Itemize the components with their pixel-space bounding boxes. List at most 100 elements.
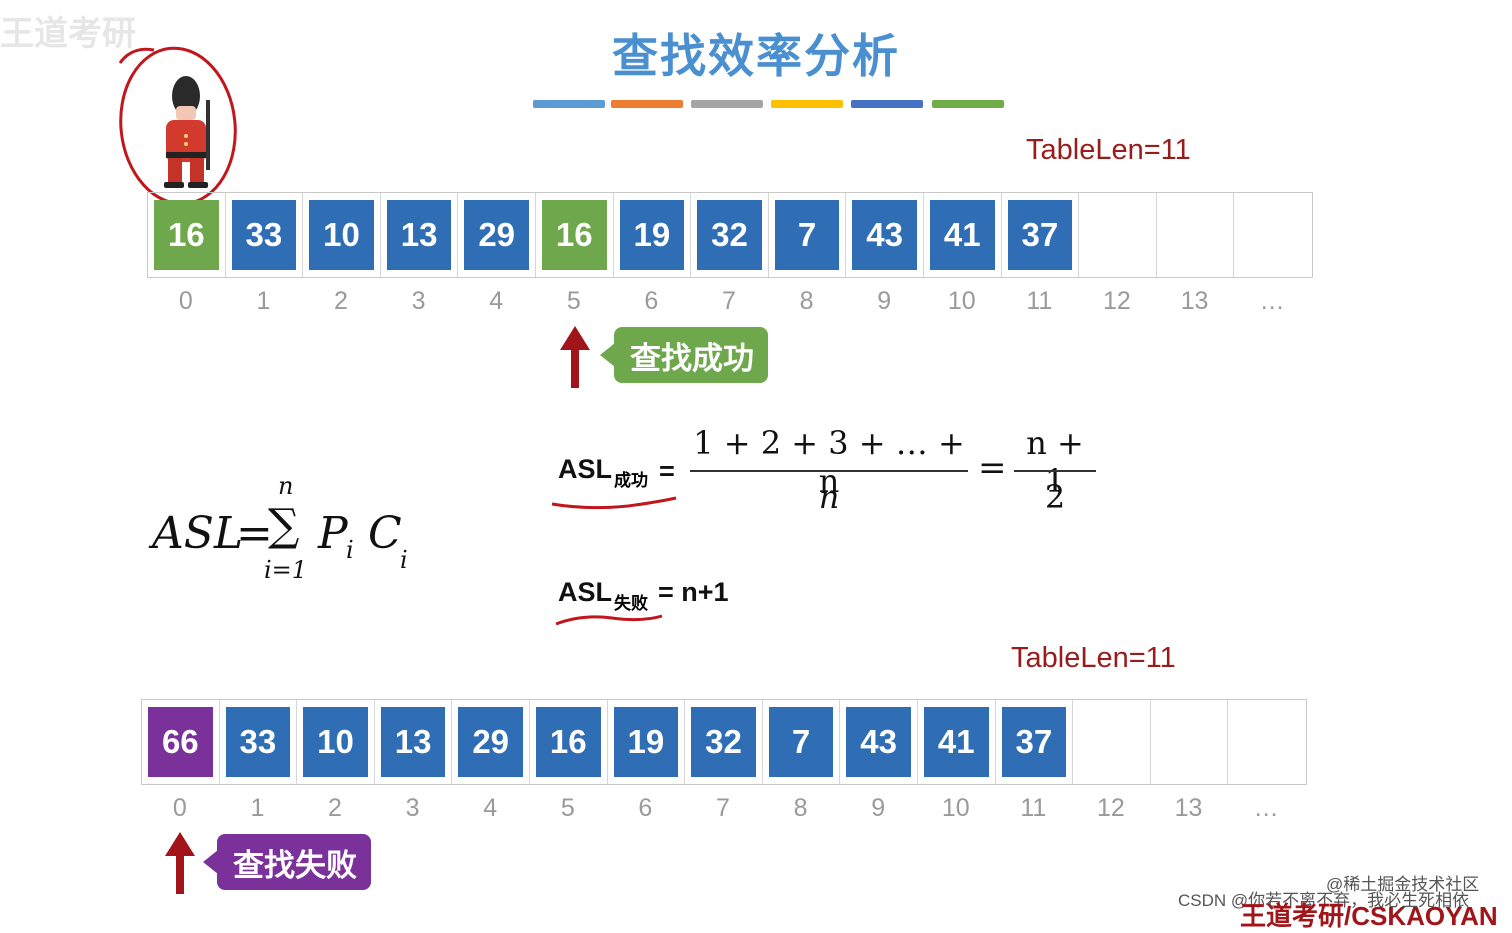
array-top-cell: 29 bbox=[458, 193, 536, 277]
guard-sentinel-icon bbox=[118, 46, 237, 206]
array-bottom-index: 13 bbox=[1174, 794, 1203, 822]
asl-success-equals: = bbox=[659, 456, 675, 486]
array-top-cell bbox=[1234, 193, 1312, 277]
sum-upper-limit: n bbox=[278, 472, 294, 500]
array-top-cell: 33 bbox=[226, 193, 304, 277]
array-top-cell: 16 bbox=[148, 193, 226, 277]
array-top-index: 1 bbox=[256, 287, 271, 315]
array-bottom-cell: 43 bbox=[840, 700, 918, 784]
array-bottom-value: 32 bbox=[691, 707, 756, 777]
formula-asl-success: ASL 成功 = 1 + 2 + 3 + … + n n = n + 1 2 bbox=[556, 424, 1116, 524]
array-bottom-value: 13 bbox=[380, 707, 446, 777]
juejin-watermark: @稀土掘金技术社区 bbox=[1326, 875, 1480, 894]
array-bottom-index: 6 bbox=[638, 794, 653, 822]
array-top-index: 2 bbox=[334, 287, 348, 315]
array-bottom-cell: 13 bbox=[375, 700, 453, 784]
formula-equals: = bbox=[236, 508, 273, 559]
array-top-cell: 32 bbox=[691, 193, 769, 277]
color-bar-yellow bbox=[771, 100, 843, 108]
array-bottom-cell: 7 bbox=[763, 700, 841, 784]
array-bottom-value: 10 bbox=[303, 707, 368, 777]
array-top-cell: 41 bbox=[924, 193, 1002, 277]
logo-watermark: 王道考研 bbox=[0, 15, 136, 53]
formula-asl-fail: ASL 失败 = n+1 bbox=[556, 575, 776, 615]
array-top-value: 7 bbox=[774, 200, 840, 270]
array-top-index: 11 bbox=[1026, 287, 1053, 315]
success-numerator: 1 + 2 + 3 + … + n bbox=[693, 424, 965, 500]
array-top-index: 4 bbox=[489, 287, 504, 315]
array-top-index: 6 bbox=[644, 287, 659, 315]
search-success-tag: 查找成功 bbox=[600, 327, 768, 383]
color-bar-dark-blue bbox=[851, 100, 923, 108]
array-bottom-value: 29 bbox=[458, 707, 523, 777]
color-bar-green bbox=[932, 100, 1004, 108]
array-bottom-value: 37 bbox=[1001, 707, 1067, 777]
array-top-value: 37 bbox=[1007, 200, 1073, 270]
array-bottom-index: 3 bbox=[405, 794, 420, 822]
array-bottom-cell: 10 bbox=[297, 700, 375, 784]
array-top-index: 10 bbox=[947, 287, 976, 315]
array-bottom-cell: 19 bbox=[608, 700, 686, 784]
array-top-value: 19 bbox=[619, 200, 685, 270]
array-top-value: 41 bbox=[929, 200, 995, 270]
array-top-cell bbox=[1079, 193, 1157, 277]
array-bottom-cell: 66 bbox=[142, 700, 220, 784]
array-top-index: … bbox=[1259, 287, 1285, 315]
array-top-cell: 7 bbox=[769, 193, 847, 277]
array-bottom-index: 4 bbox=[483, 794, 498, 822]
red-underline-success bbox=[551, 496, 677, 510]
array-bottom-cell: 33 bbox=[220, 700, 298, 784]
array-bottom-cell: 16 bbox=[530, 700, 608, 784]
array-top-index: 0 bbox=[178, 287, 193, 315]
table-length-label-top: TableLen=11 bbox=[1026, 134, 1191, 166]
array-top-index: 8 bbox=[799, 287, 814, 315]
fraction-line-2 bbox=[1014, 470, 1096, 472]
red-underline-fail bbox=[555, 614, 663, 626]
array-top-cell: 13 bbox=[381, 193, 459, 277]
formula-p-subscript: i bbox=[346, 536, 354, 564]
array-bottom-index: 2 bbox=[328, 794, 342, 822]
array-bottom-value: 7 bbox=[768, 707, 834, 777]
array-top-cell bbox=[1157, 193, 1235, 277]
asl-fail-subscript: 失败 bbox=[614, 594, 648, 613]
array-bottom-index: 0 bbox=[172, 794, 187, 822]
search-fail-tag: 查找失败 bbox=[203, 834, 371, 890]
fraction-line bbox=[690, 470, 968, 472]
formula-c-subscript: i bbox=[400, 546, 408, 574]
array-bottom-index: 12 bbox=[1097, 794, 1125, 822]
asl-success-label: ASL bbox=[558, 454, 612, 484]
array-bottom-value: 43 bbox=[846, 707, 911, 777]
success-denominator-2: 2 bbox=[1044, 478, 1066, 516]
color-bar-blue bbox=[533, 100, 605, 108]
array-bottom-value: 66 bbox=[148, 707, 213, 777]
array-top-cell: 37 bbox=[1002, 193, 1080, 277]
array-top-index: 12 bbox=[1103, 287, 1131, 315]
array-top-value: 10 bbox=[309, 200, 374, 270]
csdn-watermark: CSDN @你若不离不弃，我必生死相依 bbox=[1178, 891, 1470, 910]
asl-fail-label: ASL bbox=[558, 577, 612, 607]
array-bottom-value: 33 bbox=[225, 707, 291, 777]
array-bottom-cell bbox=[1151, 700, 1229, 784]
array-top-value: 29 bbox=[464, 200, 529, 270]
array-bottom-value: 41 bbox=[923, 707, 989, 777]
array-top-index: 3 bbox=[411, 287, 426, 315]
array-top-value: 16 bbox=[154, 200, 219, 270]
array-bottom-cell: 32 bbox=[685, 700, 763, 784]
table-length-label-bottom: TableLen=11 bbox=[1011, 642, 1176, 674]
array-bottom-index: 9 bbox=[871, 794, 886, 822]
formula-lhs: ASL bbox=[152, 508, 244, 559]
array-top-value: 33 bbox=[231, 200, 297, 270]
array-bottom-cell: 41 bbox=[918, 700, 996, 784]
array-top-cell: 16 bbox=[536, 193, 614, 277]
array-bottom-index: 10 bbox=[941, 794, 970, 822]
array-bottom-cell: 29 bbox=[452, 700, 530, 784]
array-bottom-cell bbox=[1073, 700, 1151, 784]
array-bottom-index: 5 bbox=[560, 794, 575, 822]
color-bar-orange bbox=[611, 100, 683, 108]
formula-p: P bbox=[318, 508, 348, 559]
page-title: 查找效率分析 bbox=[612, 29, 900, 83]
formula-asl-general: ASL = n ∑ i=1 P i C i bbox=[152, 470, 432, 590]
